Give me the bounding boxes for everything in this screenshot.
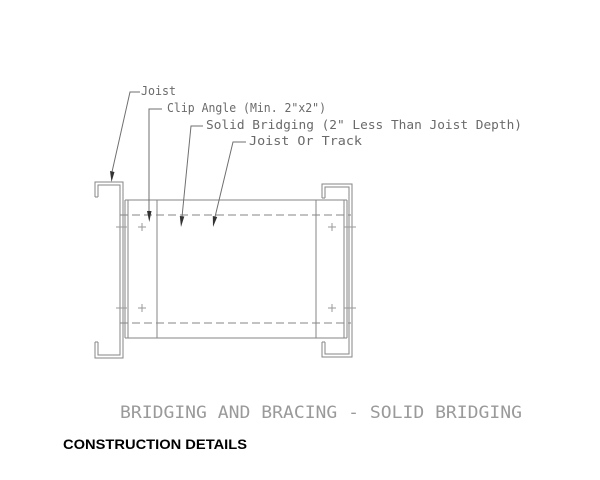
label-clip-angle: Clip Angle (Min. 2"x2")	[167, 100, 326, 115]
label-solid-bridging: Solid Bridging (2" Less Than Joist Depth…	[206, 117, 522, 132]
hidden-lines	[120, 214, 351, 324]
clip-angles	[156, 200, 317, 338]
label-joist: Joist	[141, 83, 176, 98]
arrowhead-icon	[147, 211, 152, 222]
left-joist-c-channel	[94, 181, 124, 359]
drawing-title: BRIDGING AND BRACING - SOLID BRIDGING	[120, 403, 522, 423]
leader-joist-or-track: Joist Or Track	[212, 133, 363, 227]
right-joist-c-channel	[321, 183, 353, 358]
leader-joist: Joist	[110, 83, 176, 182]
arrowhead-icon	[179, 216, 185, 227]
screw-ticks	[116, 226, 356, 309]
leader-solid-bridging: Solid Bridging (2" Less Than Joist Depth…	[179, 117, 522, 227]
label-joist-or-track: Joist Or Track	[249, 133, 363, 148]
arrowhead-icon	[212, 216, 218, 227]
arrowhead-icon	[110, 171, 115, 182]
section-heading: CONSTRUCTION DETAILS	[63, 436, 247, 452]
fastener-marks	[138, 223, 336, 312]
leader-clip-angle: Clip Angle (Min. 2"x2")	[147, 100, 326, 222]
solid-bridging-panel	[124, 199, 348, 339]
